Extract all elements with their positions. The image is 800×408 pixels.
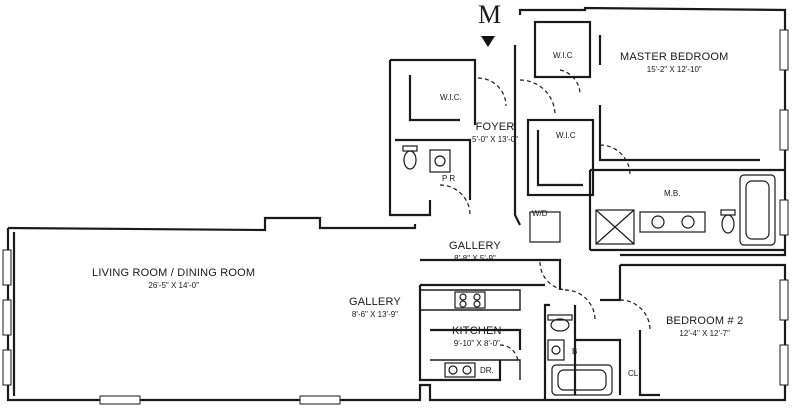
door-swing — [599, 144, 631, 176]
window — [779, 199, 789, 236]
wic-right-label: W.I.C — [553, 51, 573, 60]
dishwasher-label: DR. — [480, 366, 494, 375]
powder-room-walls — [395, 138, 472, 200]
closet-cl-walls — [638, 330, 660, 397]
window — [99, 395, 141, 405]
living-dining-label: LIVING ROOM / DINING ROOM 26'-5" X 14'-0… — [92, 268, 255, 290]
stove-icon — [454, 291, 486, 309]
gallery-1-name: GALLERY — [449, 240, 501, 252]
toilet-icon — [720, 209, 736, 234]
wic-right-box — [533, 20, 592, 79]
bedroom2-walls — [543, 263, 787, 402]
foyer-right-wall — [513, 45, 521, 226]
washer-dryer-icon — [529, 211, 561, 243]
master-bedroom-label: MASTER BEDROOM 15'-2" X 12'-10" — [620, 52, 729, 74]
window — [2, 349, 12, 386]
gallery-2-dims: 8'-6" X 13'-9" — [351, 310, 399, 319]
master-bedroom-name: MASTER BEDROOM — [620, 51, 729, 63]
master-bath-walls — [588, 168, 785, 252]
foyer-label: FOYER 5'-0" X 13'-0" — [472, 122, 518, 144]
door-swing — [439, 184, 471, 216]
master-inner-wall — [598, 35, 760, 162]
kitchen-name: KITCHEN — [452, 325, 502, 337]
gallery-2-label: GALLERY 8'-6" X 13'-9" — [349, 297, 401, 319]
counter — [420, 289, 521, 311]
gallery-wall — [420, 258, 562, 290]
wic-left-walls — [388, 58, 477, 217]
window — [779, 29, 789, 71]
master-bath-label: M.B. — [664, 189, 681, 198]
double-sink-icon — [639, 211, 706, 233]
wic-middle-inner — [536, 130, 583, 187]
window — [779, 344, 789, 386]
kitchen-label: KITCHEN 9'-10" X 8'-0" — [452, 326, 502, 348]
bedroom-2-label: BEDROOM # 2 12'-4" X 12'-7" — [666, 316, 743, 338]
window — [2, 249, 12, 286]
wic-left-label: W.I.C. — [440, 93, 462, 102]
counter-lower — [430, 359, 521, 380]
closet-cl-label: CL. — [628, 369, 641, 378]
kitchen-walls — [418, 285, 522, 382]
wic-left-inner — [408, 75, 460, 122]
sink-icon — [429, 149, 451, 173]
bedroom2-inner-wall — [600, 265, 622, 302]
door-swing — [539, 261, 569, 291]
bathtub-icon — [551, 364, 613, 396]
washer-dryer-label: W/D — [532, 209, 548, 218]
powder-room-label: P R — [442, 174, 456, 183]
window — [299, 395, 341, 405]
door-swing — [499, 344, 519, 364]
master-bedroom-walls — [518, 6, 787, 257]
toilet-icon — [547, 314, 573, 332]
shower-icon — [595, 209, 635, 245]
kitchen-sink-icon — [444, 362, 476, 378]
living-room-top-wall — [7, 216, 417, 232]
living-room-walls — [6, 228, 545, 402]
wic-middle-box — [526, 118, 595, 197]
living-dining-dims: 26'-5" X 14'-0" — [148, 281, 199, 290]
sink-icon — [547, 339, 565, 361]
bedroom-2-dims: 12'-4" X 12'-7" — [679, 329, 730, 338]
bath-b-label: B — [572, 347, 578, 356]
bathtub-icon — [739, 174, 776, 246]
toilet-icon — [402, 145, 418, 170]
door-swing — [477, 77, 507, 107]
living-dining-name: LIVING ROOM / DINING ROOM — [92, 267, 256, 279]
foyer-dims: 5'-0" X 13'-0" — [472, 135, 519, 144]
foyer-name: FOYER — [475, 121, 515, 133]
window — [779, 279, 789, 321]
kitchen-dims: 9'-10" X 8'-0" — [453, 339, 500, 348]
unit-marker-arrow-icon — [481, 36, 495, 47]
closet-b-walls — [573, 305, 622, 395]
door-swing — [519, 79, 556, 116]
gallery-1-dims: 8'-8" X 5'-9" — [454, 254, 496, 263]
window — [779, 109, 789, 151]
unit-marker-letter: M — [478, 0, 502, 29]
door-swing — [564, 289, 596, 321]
door-swing — [559, 69, 581, 96]
bedroom-2-name: BEDROOM # 2 — [666, 315, 744, 327]
gallery-1-label: GALLERY 8'-8" X 5'-9" — [449, 241, 501, 263]
door-swing — [619, 299, 651, 331]
gallery-2-name: GALLERY — [349, 296, 401, 308]
wic-middle-label: W.I.C — [556, 131, 576, 140]
window — [2, 299, 12, 336]
master-bedroom-dims: 15'-2" X 12'-10" — [646, 65, 702, 74]
